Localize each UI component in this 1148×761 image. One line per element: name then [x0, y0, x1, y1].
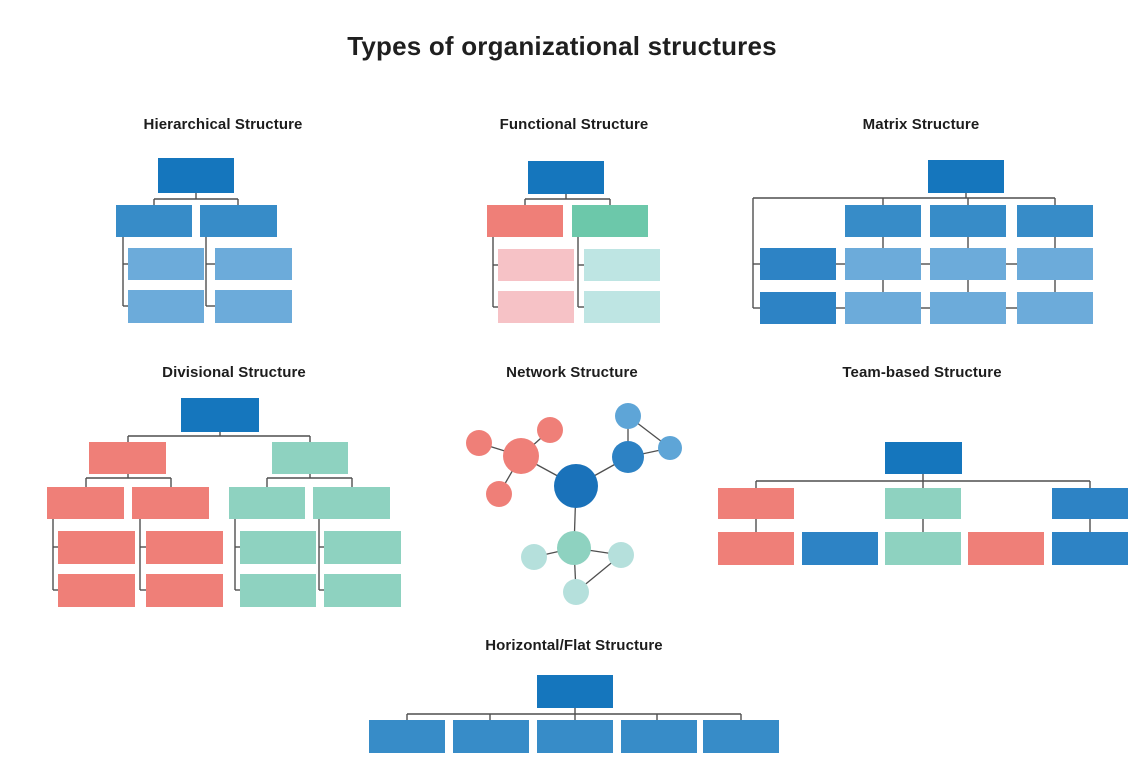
org-box — [885, 442, 962, 474]
org-box — [128, 290, 204, 323]
diagram-horizontal-flat — [369, 675, 779, 753]
org-box — [584, 291, 660, 323]
network-node — [557, 531, 591, 565]
network-node — [537, 417, 563, 443]
diagram-network — [466, 403, 682, 605]
org-box — [930, 248, 1006, 280]
network-node — [554, 464, 598, 508]
network-node — [503, 438, 539, 474]
org-box — [537, 675, 613, 708]
network-node — [466, 430, 492, 456]
org-box — [215, 248, 292, 280]
org-box — [487, 205, 563, 237]
org-box — [537, 720, 613, 753]
org-box — [802, 532, 878, 565]
org-box — [498, 249, 574, 281]
org-box — [453, 720, 529, 753]
org-box — [930, 292, 1006, 324]
diagram-matrix — [752, 160, 1093, 324]
diagram-divisional — [47, 398, 401, 607]
org-box — [313, 487, 390, 519]
network-node — [658, 436, 682, 460]
org-box — [760, 248, 836, 280]
org-box — [215, 290, 292, 323]
org-box — [968, 532, 1044, 565]
org-box — [718, 488, 794, 519]
org-box — [928, 160, 1004, 193]
org-box — [128, 248, 204, 280]
org-box — [621, 720, 697, 753]
org-box — [845, 248, 921, 280]
org-box — [240, 531, 316, 564]
org-box — [1052, 488, 1128, 519]
org-box — [58, 531, 135, 564]
diagram-title-functional: Functional Structure — [499, 116, 649, 133]
org-box — [47, 487, 124, 519]
org-box — [1052, 532, 1128, 565]
org-box — [1017, 248, 1093, 280]
org-box — [229, 487, 305, 519]
network-node — [521, 544, 547, 570]
org-box — [885, 532, 961, 565]
org-box — [718, 532, 794, 565]
org-box — [885, 488, 961, 519]
org-box — [240, 574, 316, 607]
diagram-functional — [487, 161, 660, 323]
network-node — [608, 542, 634, 568]
network-node — [486, 481, 512, 507]
org-box — [181, 398, 259, 432]
org-box — [760, 292, 836, 324]
org-box — [89, 442, 166, 474]
org-box — [572, 205, 648, 237]
org-box — [324, 531, 401, 564]
diagram-hierarchical — [116, 158, 292, 323]
diagram-title-matrix: Matrix Structure — [862, 116, 980, 133]
org-box — [845, 292, 921, 324]
org-box — [158, 158, 234, 193]
org-box — [584, 249, 660, 281]
diagram-title-horizontal-flat: Horizontal/Flat Structure — [485, 637, 663, 654]
diagram-title-team-based: Team-based Structure — [842, 364, 1002, 381]
org-box — [132, 487, 209, 519]
org-box — [369, 720, 445, 753]
org-box — [528, 161, 604, 194]
org-box — [116, 205, 192, 237]
org-box — [324, 574, 401, 607]
diagram-title-hierarchical: Hierarchical Structure — [143, 116, 303, 133]
network-node — [612, 441, 644, 473]
org-box — [930, 205, 1006, 237]
diagram-title-network: Network Structure — [506, 364, 638, 381]
network-node — [615, 403, 641, 429]
diagram-team-based — [718, 442, 1128, 565]
org-box — [1017, 205, 1093, 237]
diagram-title-divisional: Divisional Structure — [162, 364, 306, 381]
org-box — [58, 574, 135, 607]
org-box — [272, 442, 348, 474]
org-box — [200, 205, 277, 237]
org-box — [146, 531, 223, 564]
org-box — [703, 720, 779, 753]
network-node — [563, 579, 589, 605]
org-box — [146, 574, 223, 607]
page-title: Types of organizational structures — [347, 31, 777, 61]
org-box — [498, 291, 574, 323]
org-box — [1017, 292, 1093, 324]
org-box — [845, 205, 921, 237]
